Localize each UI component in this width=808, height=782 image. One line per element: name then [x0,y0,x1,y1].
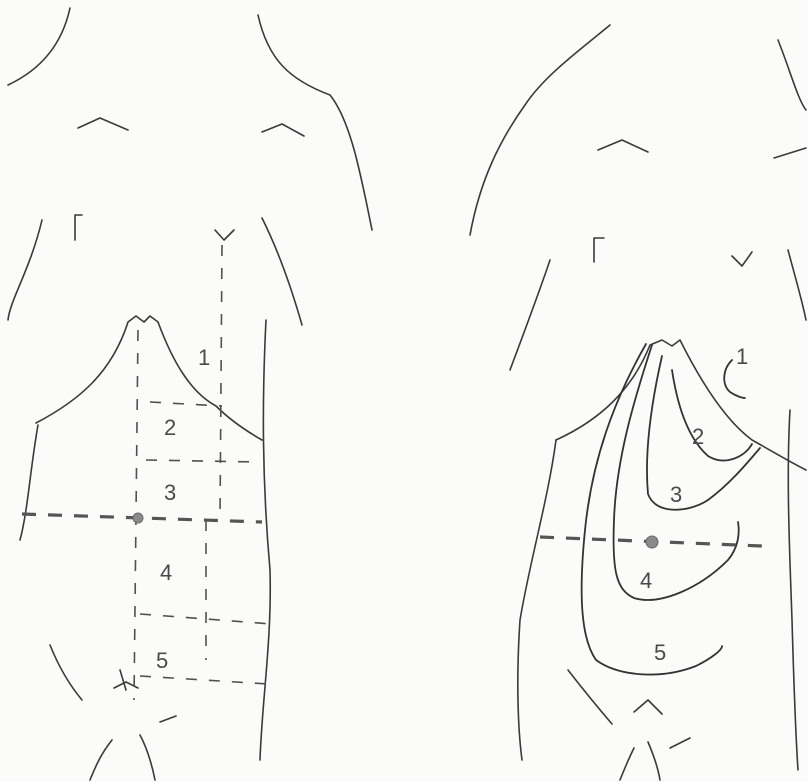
right-figure-nipple-left [594,238,604,262]
left-zone-label-1: 1 [198,345,210,370]
right-figure-shoulder-right [778,40,806,110]
right-figure-groin-mark [634,700,662,714]
right-figure-thigh-right [648,742,660,780]
left-figure-horizontal-dash-3 [146,460,258,462]
left-figure-rib-margin [36,316,262,440]
right-figure-nipple-right [732,252,752,266]
right-figure-outline-right [788,250,806,320]
right-figure-rib-margin [556,340,806,470]
right-figure-umbilicus [646,536,658,548]
left-figure-outline-right [262,218,302,325]
right-zone-label-5: 5 [654,640,666,665]
left-zone-label-3: 3 [164,480,176,505]
left-figure-groin-left [50,645,82,700]
right-zone-label-2: 2 [692,424,704,449]
right-figure-thigh-left [620,748,634,780]
right-figure-outline-left [510,260,550,370]
right-figure-shoulder-left [470,25,610,235]
right-contour-zone-4 [614,345,739,600]
right-contour-zone-5 [582,344,722,675]
left-figure-waist-right [260,320,270,760]
left-figure-horizontal-dash-5 [140,676,268,684]
left-figure-nipple-left [75,215,82,240]
right-contour-zone-2 [672,370,752,460]
left-zone-label-5: 5 [156,648,168,673]
right-figure-groin-left [568,670,612,724]
right-figure-clavicle-right [774,148,806,158]
left-figure-neck-right [258,15,372,230]
right-torso-figure: 1 2 3 4 5 [470,25,806,780]
left-figure-thigh-left [90,740,112,780]
left-figure-vertical-dash-right [220,245,222,520]
left-figure-hip-mark [160,716,176,722]
left-figure-outline-left [8,220,42,320]
left-figure-nipple-right [215,230,234,240]
right-zone-label-3: 3 [670,482,682,507]
right-zone-label-1: 1 [736,344,748,369]
right-figure-waist-left [518,440,556,760]
left-figure-clavicle-left [78,118,128,130]
left-figure-thigh-right [140,735,155,780]
right-figure-hip-mark [670,738,690,748]
left-torso-figure: 1 2 3 4 5 [8,8,372,780]
left-figure-waist-left [20,425,38,540]
right-figure-clavicle-left [598,140,648,152]
left-figure-clavicle-right [262,124,304,136]
left-figure-umbilicus [133,513,143,523]
left-zone-label-2: 2 [164,415,176,440]
left-zone-label-4: 4 [160,560,172,585]
left-figure-neck-left [8,8,70,85]
right-zone-label-4: 4 [640,568,652,593]
